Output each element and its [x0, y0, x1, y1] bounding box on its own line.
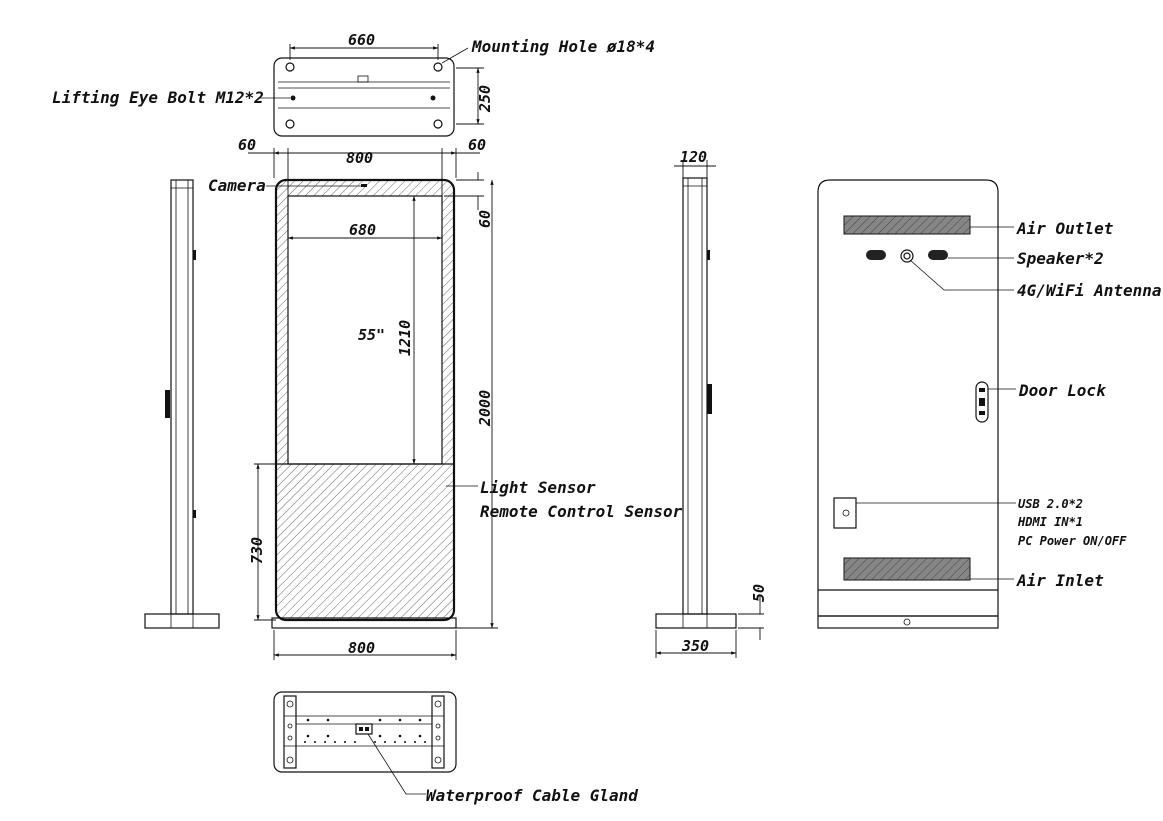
speaker-icon [866, 250, 948, 260]
top-width-dim: 660 [348, 31, 375, 49]
air-inlet-label: Air Inlet [1016, 571, 1104, 590]
front-total-height-dim: 2000 [476, 390, 494, 427]
front-lower-height-dim: 730 [248, 537, 266, 564]
top-view: 660 250 Mounting Hole ø18*4 Lifting Eye … [52, 31, 655, 137]
bottom-view: Waterproof Cable Gland [273, 691, 638, 805]
front-right-margin-dim: 60 [468, 136, 486, 154]
door-lock-icon [975, 381, 989, 423]
remote-sensor-label: Remote Control Sensor [480, 502, 683, 521]
air-outlet-icon [843, 215, 971, 235]
camera-label: Camera [208, 176, 266, 195]
front-top-bezel-dim: 60 [476, 210, 494, 228]
cable-gland-icon [355, 723, 373, 735]
usb-label: USB 2.0*2 [1018, 497, 1083, 511]
right-side-view: 120 50 350 [655, 148, 768, 658]
antenna-icon [900, 249, 914, 263]
front-screen-width-dim: 680 [349, 221, 376, 239]
front-bottom-width-dim: 800 [348, 639, 375, 657]
antenna-label: 4G/WiFi Antenna [1017, 281, 1162, 300]
cable-gland-label: Waterproof Cable Gland [426, 786, 638, 805]
left-side-view [144, 179, 220, 629]
front-top-width-dim: 800 [346, 149, 373, 167]
speaker-label: Speaker*2 [1017, 249, 1104, 268]
hdmi-label: HDMI IN*1 [1017, 515, 1083, 529]
lifting-bolt-icon [290, 95, 296, 101]
back-view: Air Outlet Speaker*2 4G/WiFi Antenna Doo… [817, 179, 1162, 629]
lifting-bolt-label: Lifting Eye Bolt M12*2 [52, 88, 264, 107]
front-left-margin-dim: 60 [238, 136, 256, 154]
air-outlet-label: Air Outlet [1016, 219, 1114, 238]
top-depth-dim: 250 [476, 85, 494, 113]
mounting-hole-icon [285, 62, 443, 129]
pc-power-label: PC Power ON/OFF [1018, 534, 1127, 548]
door-lock-label: Door Lock [1018, 381, 1107, 400]
side-base-depth-dim: 350 [681, 637, 709, 655]
screen-size-label: 55" [358, 326, 385, 344]
side-base-height-dim: 50 [750, 584, 768, 602]
air-inlet-icon [843, 557, 971, 581]
io-panel-icon [833, 497, 857, 529]
front-view: 800 60 60 Camera 60 680 1210 55" 2000 Li… [208, 136, 683, 660]
mounting-hole-label: Mounting Hole ø18*4 [471, 37, 655, 56]
front-screen-height-dim: 1210 [396, 320, 414, 356]
light-sensor-label: Light Sensor [480, 478, 596, 497]
side-depth-dim: 120 [680, 148, 707, 166]
